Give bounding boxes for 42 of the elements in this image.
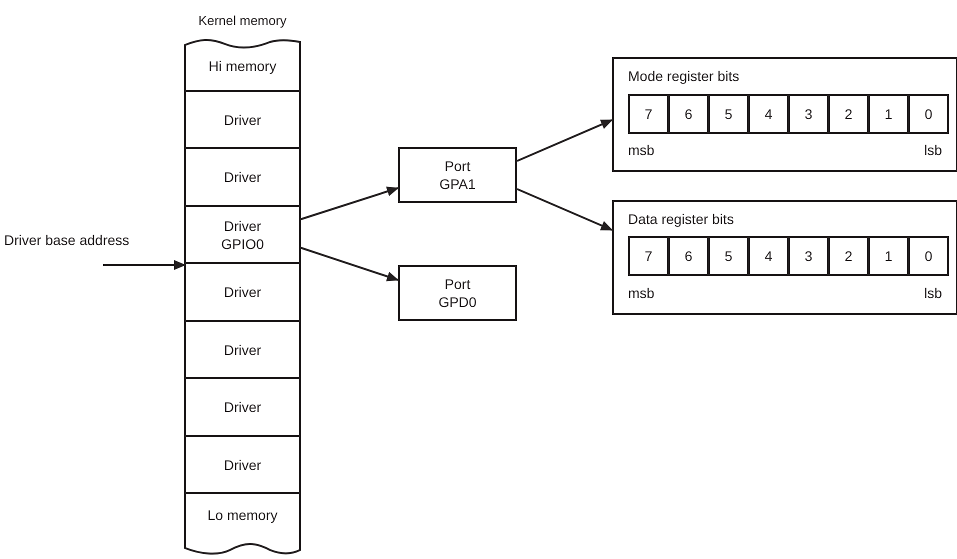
memory-slot: Driver [185,147,300,205]
register-panel [612,57,957,172]
memory-slot: Driver [185,377,300,435]
register-panel [612,200,957,315]
memory-slot: Driver [185,320,300,377]
port-box: Port GPD0 [398,265,517,321]
arrow [103,260,186,270]
bit-order-label: msb [628,284,654,302]
arrow [300,246,399,282]
register-title: Data register bits [628,210,734,228]
bit-cell: 2 [828,94,869,134]
bit-cell: 3 [788,236,829,276]
address-label: Driver base address [4,231,150,251]
bit-cell: 7 [628,236,669,276]
arrow [516,119,613,162]
bit-cell: 1 [868,236,909,276]
bit-cell: 0 [908,236,949,276]
bit-cell: 2 [828,236,869,276]
memory-slot: Lo memory [185,492,300,550]
bit-cell: 0 [908,94,949,134]
bit-cell: 5 [708,236,749,276]
bit-cell: 4 [748,94,789,134]
bit-cell: 1 [868,94,909,134]
bit-order-label: msb [628,141,654,159]
port-box: Port GPA1 [398,147,517,203]
bit-cell: 5 [708,94,749,134]
bit-order-label: lsb [924,141,942,159]
bit-cell: 4 [748,236,789,276]
memory-slot: Driver [185,90,300,147]
arrow [300,186,399,220]
memory-slot: Hi memory [185,45,300,90]
bit-cell: 7 [628,94,669,134]
register-title: Mode register bits [628,67,740,85]
bit-cell: 6 [668,236,709,276]
memory-slot: Driver [185,435,300,492]
memory-slot: Driver GPIO0 [185,205,300,262]
column-heading: Kernel memory [197,12,288,30]
bit-cell: 3 [788,94,829,134]
bit-order-label: lsb [924,284,942,302]
arrow [516,188,613,231]
bit-cell: 6 [668,94,709,134]
memory-slot: Driver [185,262,300,320]
